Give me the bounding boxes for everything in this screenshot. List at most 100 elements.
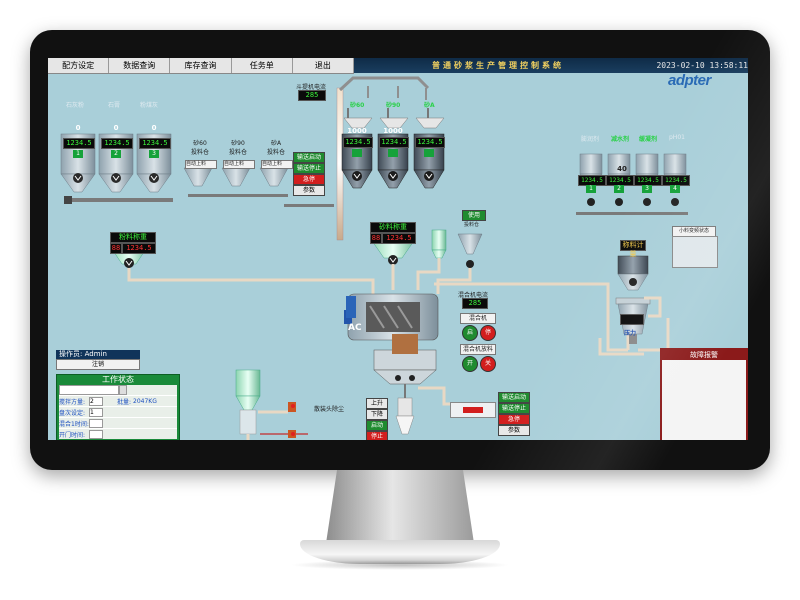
- small-material-unit: [450, 402, 496, 418]
- left-silo-display-1: 1234.5: [63, 138, 95, 149]
- bottom-conveyor-start-button[interactable]: 输送启动: [498, 392, 530, 403]
- menu-recipe-settings[interactable]: 配方设定: [48, 58, 110, 73]
- discharge-close-button[interactable]: 关: [480, 356, 496, 372]
- dust-status-lamp: [291, 404, 295, 408]
- center-scale-value: 1234.5: [382, 233, 416, 244]
- left-control-panel: 输送启动 输送停止 急停 参数: [293, 152, 325, 196]
- center-silo-count-1: 1000: [347, 127, 367, 135]
- center-silo-label-2: 砂90: [386, 102, 401, 109]
- right-silo-id-1: 1: [586, 185, 596, 193]
- center-scale-label: 砂料称重: [370, 222, 416, 233]
- scada-screen: AC: [48, 58, 748, 440]
- mixer-discharge-label: 混合机放料: [460, 344, 496, 355]
- left-scale-prefix: 88: [110, 243, 122, 254]
- mixer-label: 混合机: [460, 313, 496, 324]
- operator-label: 操作员: Admin: [56, 350, 140, 359]
- work-status-row-input[interactable]: [89, 429, 103, 439]
- mixer-current-label: 混合机电流: [458, 292, 489, 299]
- work-status-row-input[interactable]: 1: [89, 407, 103, 417]
- sand-bin-2: [221, 167, 251, 187]
- right-silo-id-4: 4: [670, 185, 680, 193]
- work-status-panel: 工作状态 搅拌方量: 2 批量: 2047KG 盘次设定: 1 混合1时间: 开…: [56, 374, 180, 440]
- bottom-left-bin: [235, 369, 261, 435]
- chevron-down-icon[interactable]: [119, 385, 127, 395]
- sand-bin-1: [183, 167, 213, 187]
- center-scale-display: 砂料称重 88 1234.5: [370, 222, 416, 244]
- work-status-row-label: 盘次设定:: [59, 409, 86, 417]
- menu-task-list[interactable]: 任务单: [232, 58, 293, 73]
- sand-bin-label-1: 砂60 投料仓: [190, 140, 209, 156]
- sand-bin-label-2: 砂90 投料仓: [228, 140, 247, 156]
- datetime-display: 2023-02-10 13:58:11: [656, 61, 748, 70]
- head-start-button[interactable]: 启动: [366, 420, 388, 431]
- monitor-stand-base: [300, 540, 500, 564]
- right-silo-label-1: 膨润剂: [581, 136, 600, 143]
- right-tank-top-label: 称料计量: [620, 240, 646, 258]
- main-menu: 配方设定 数据查询 库存查询 任务单 退出: [48, 58, 355, 74]
- discharge-hopper: [373, 334, 437, 385]
- bottom-params-button[interactable]: 参数: [498, 425, 530, 436]
- bottom-conveyor-stop-button[interactable]: 输送停止: [498, 403, 530, 414]
- mixer-stop-button[interactable]: 停: [480, 325, 496, 341]
- center-silo-id-3: [424, 149, 434, 157]
- conveyor-start-button[interactable]: 输送启动: [293, 152, 325, 163]
- logout-button[interactable]: 注销: [56, 359, 140, 370]
- center-silo-label-3: 砂A: [424, 102, 435, 109]
- work-status-row-extra-label: 批量:: [117, 398, 132, 406]
- right-silo-id-3: 3: [642, 185, 652, 193]
- mixer-current-value: 285: [462, 298, 488, 309]
- brand-logo: adpter: [668, 72, 711, 89]
- right-tank-pressure-label: 压力: [624, 330, 637, 337]
- work-status-row-input[interactable]: [89, 418, 103, 428]
- right-tank-display: [620, 314, 644, 325]
- work-status-select[interactable]: [59, 385, 119, 395]
- fault-alarm-panel: 故障报警: [660, 348, 748, 440]
- monitor-stand-shadow: [290, 560, 510, 570]
- conveyor-stop-button[interactable]: 输送停止: [293, 163, 325, 174]
- left-silo-id-1: 1: [73, 150, 83, 158]
- loading-head-controls: 上升 下降 启动 停止: [366, 398, 388, 440]
- use-hopper-button[interactable]: 使用: [462, 210, 486, 221]
- center-silo-display-1: 1234.5: [343, 137, 373, 148]
- menu-inventory-query[interactable]: 库存查询: [170, 58, 232, 73]
- menu-exit[interactable]: 退出: [293, 58, 355, 73]
- bottom-emergency-stop-button[interactable]: 急停: [498, 414, 530, 425]
- sand-bin-auto-3[interactable]: 自动上料: [261, 160, 293, 169]
- left-silo-count-1: 0: [75, 124, 81, 132]
- raise-button[interactable]: 上升: [366, 398, 388, 409]
- bucket-elevator-current-label: 斗提机电流: [296, 84, 327, 91]
- work-status-row-input[interactable]: 2: [89, 396, 103, 406]
- menu-data-query[interactable]: 数据查询: [109, 58, 171, 73]
- bucket-elevator-current-value: 285: [298, 90, 326, 101]
- head-stop-button[interactable]: 停止: [366, 431, 388, 440]
- center-silo-label-1: 砂60: [350, 102, 365, 109]
- right-silo-label-3: 缓凝剂: [639, 136, 658, 143]
- sand-bin-auto-1[interactable]: 自动上料: [185, 160, 217, 169]
- left-silo-count-3: 0: [151, 124, 157, 132]
- params-button[interactable]: 参数: [293, 185, 325, 196]
- work-status-row: [59, 385, 177, 396]
- sand-conveyor: [188, 194, 288, 197]
- center-silo-id-1: [352, 149, 362, 157]
- status-indicator: [463, 407, 483, 413]
- right-silo-count-2: 40: [617, 165, 627, 173]
- lower-button[interactable]: 下降: [366, 409, 388, 420]
- sand-bin-auto-2[interactable]: 自动上料: [223, 160, 255, 169]
- work-status-title: 工作状态: [102, 375, 134, 384]
- emergency-stop-button[interactable]: 急停: [293, 174, 325, 185]
- center-silo-id-2: [388, 149, 398, 157]
- system-title: 普通砂浆生产管理控制系统: [432, 61, 564, 70]
- fault-alarm-title: 故障报警: [662, 350, 746, 360]
- work-status-row: 开门时间:: [59, 429, 177, 439]
- sand-bin-label-3: 砂A 投料仓: [266, 140, 285, 156]
- left-scale-value: 1234.5: [122, 243, 156, 254]
- left-scale-display: 粉料称重 88 1234.5: [110, 232, 156, 254]
- svg-text:AC: AC: [348, 323, 362, 333]
- mixer-start-button[interactable]: 启: [462, 325, 478, 341]
- use-hopper-sublabel: 投料仓: [464, 222, 480, 228]
- right-silo-label-4: pH01: [669, 134, 685, 141]
- work-status-row-extra-value: 2047KG: [133, 397, 157, 405]
- left-silo-id-2: 2: [111, 150, 121, 158]
- discharge-open-button[interactable]: 开: [462, 356, 478, 372]
- work-status-row-label: 搅拌方量:: [59, 398, 86, 406]
